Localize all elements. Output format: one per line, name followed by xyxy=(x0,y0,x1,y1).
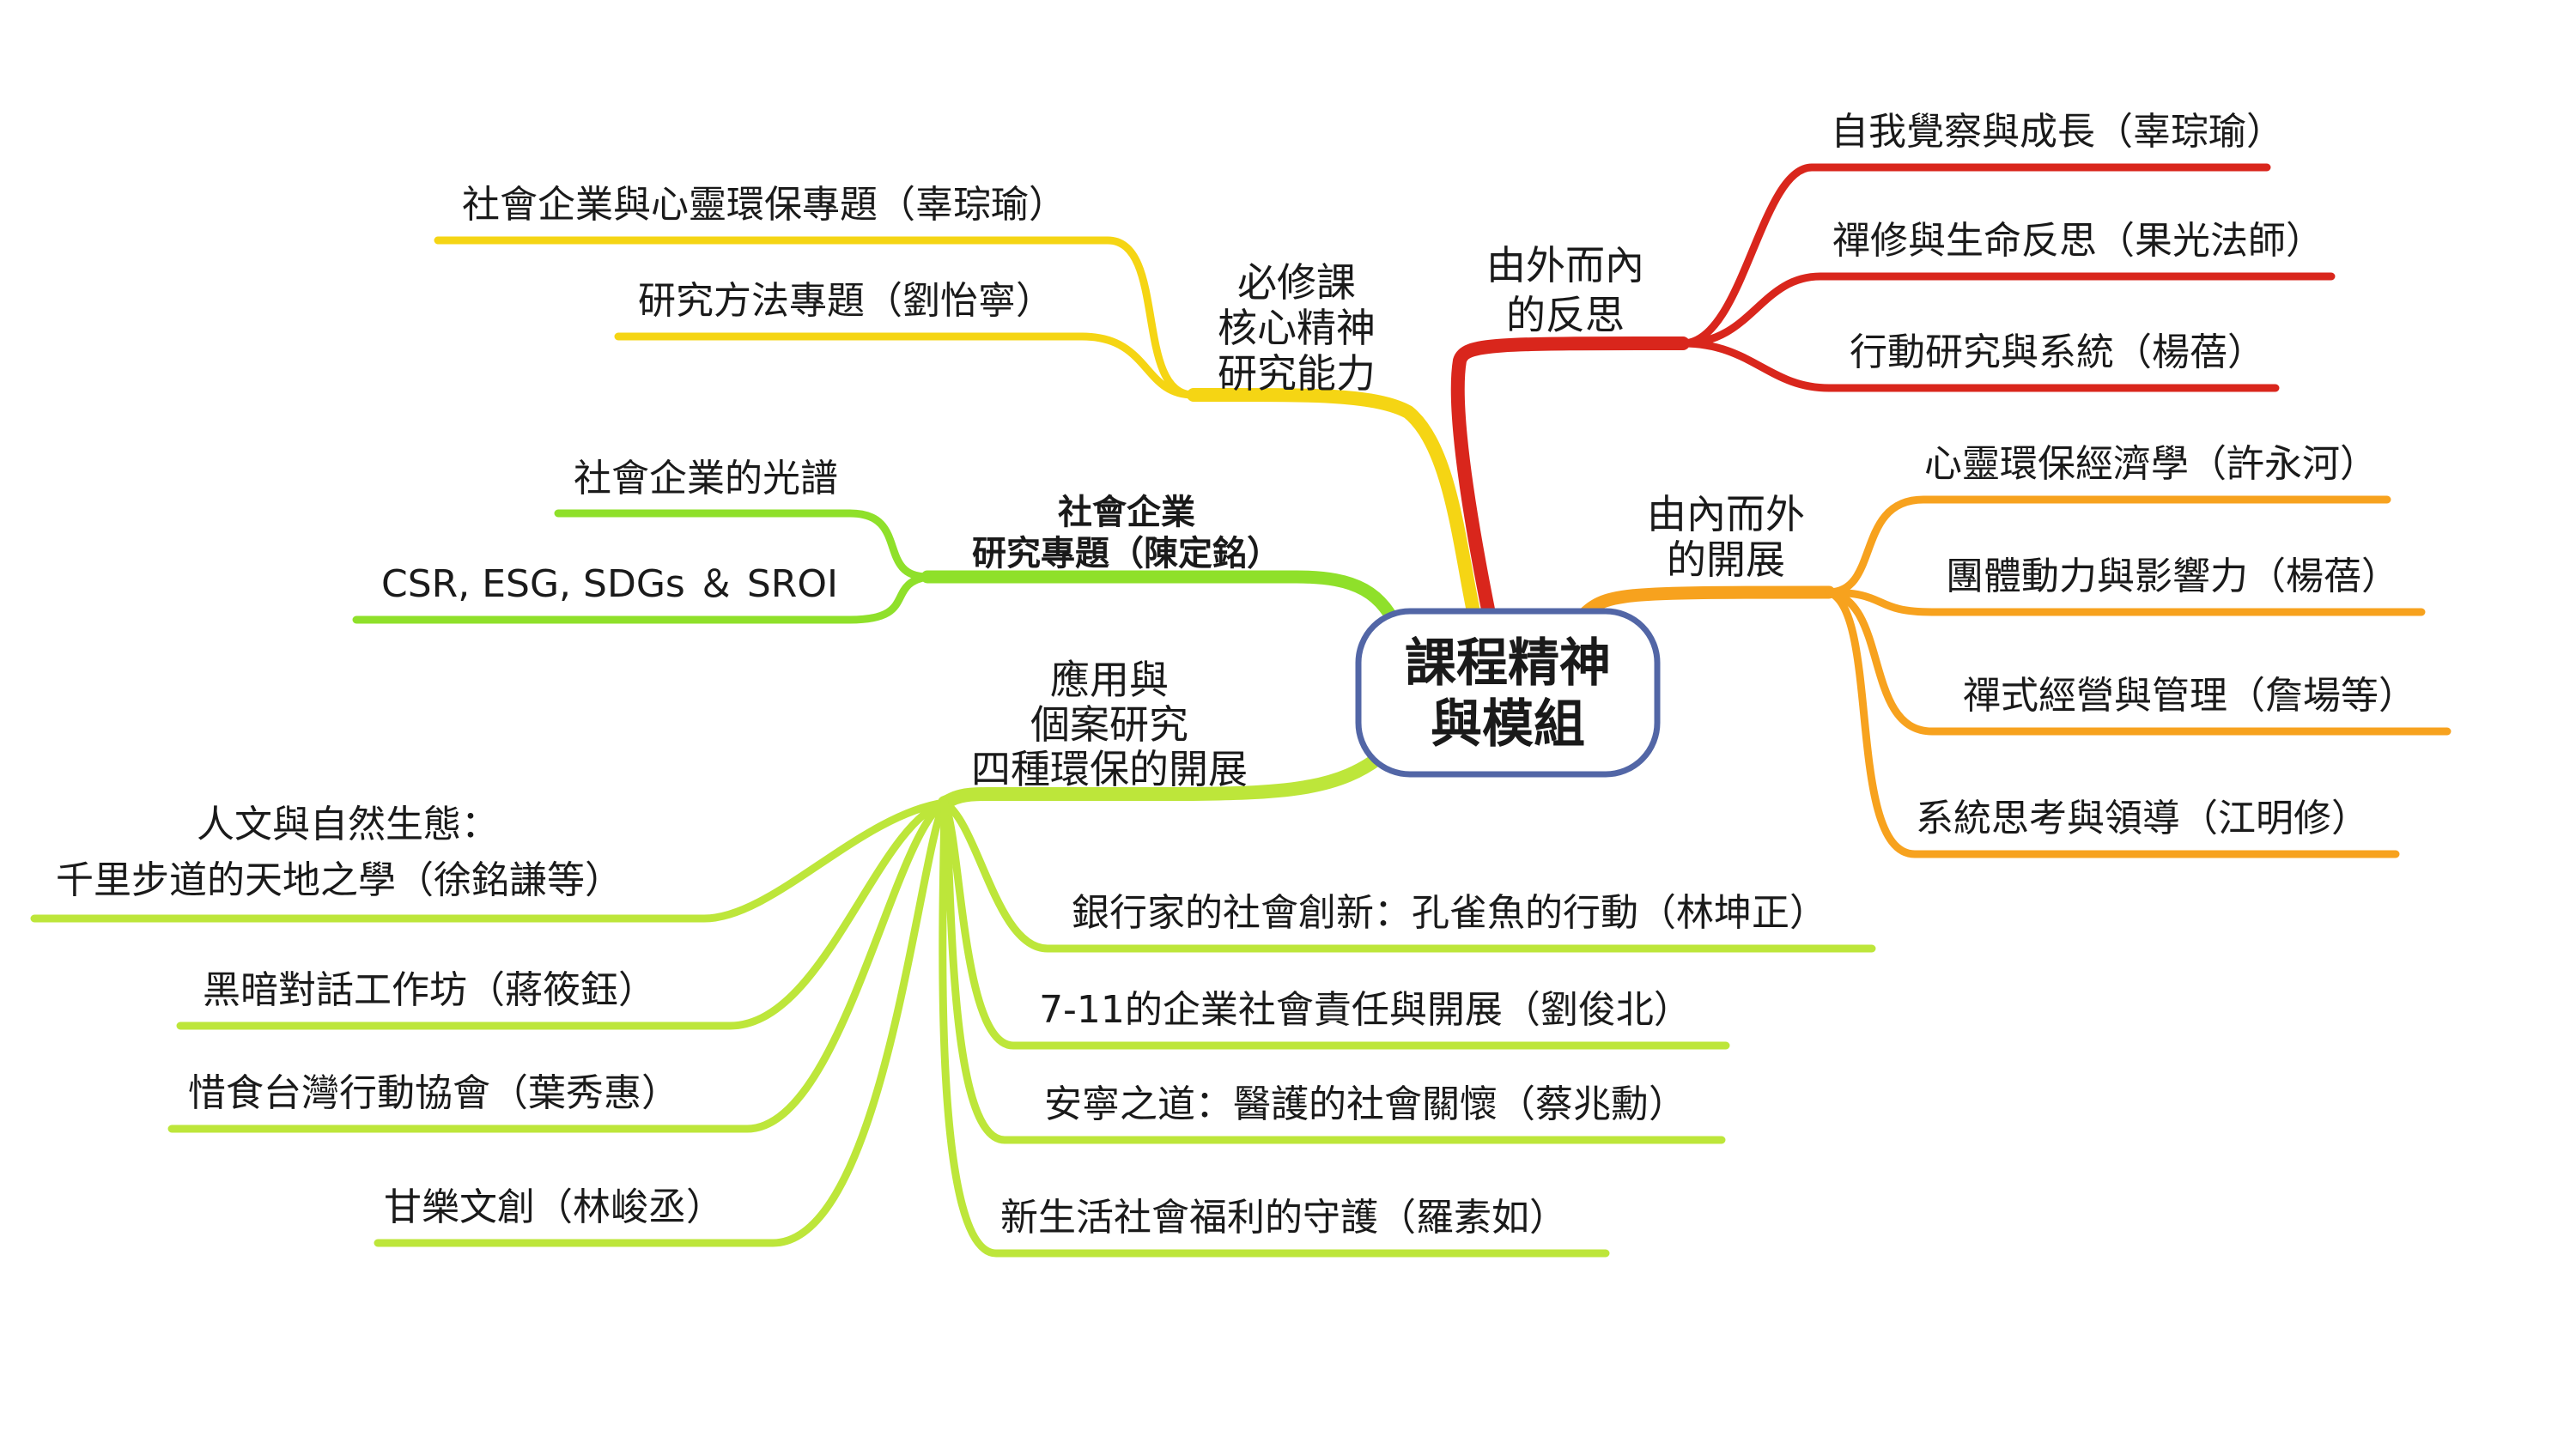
expand-item-1-connector xyxy=(1825,495,2391,597)
apply-label-line-3: 四種環保的開展 xyxy=(971,746,1248,792)
branch-social: 社會企業 研究專題（陳定銘） 社會企業的光譜 CSR, ESG, SDGs ＆ … xyxy=(352,457,1406,640)
social-label-line-1: 社會企業 xyxy=(1058,493,1195,532)
core-item-2-connector xyxy=(614,332,1198,399)
reflect-item-1: 自我覺察與成長（辜琮瑜） xyxy=(1831,110,2284,154)
center-node-box xyxy=(1355,608,1661,778)
expand-item-4-connector xyxy=(1825,588,2400,858)
apply-right-3: 安寧之道：醫護的社會關懷（蔡兆勳） xyxy=(1044,1082,1686,1126)
core-label-line-3: 研究能力 xyxy=(1218,350,1376,397)
reflect-item-2-connector xyxy=(1679,272,2336,348)
social-label-line-2: 研究專題（陳定銘） xyxy=(972,534,1281,573)
expand-item-3-connector xyxy=(1825,588,2451,736)
apply-left-3-connector xyxy=(167,798,949,1133)
apply-right-1: 銀行家的社會創新：孔雀魚的行動（林坤正） xyxy=(1072,891,1827,935)
expand-label-line-2: 的開展 xyxy=(1667,537,1785,583)
core-label-line-2: 核心精神 xyxy=(1218,305,1376,351)
reflect-item-2: 禪修與生命反思（果光法師） xyxy=(1832,219,2324,263)
reflect-item-3: 行動研究與系統（楊蓓） xyxy=(1850,330,2265,374)
branch-apply: 應用與 個案研究 四種環保的開展 人文與自然生態： 千里步道的天地之學（徐銘謙等… xyxy=(30,657,1876,1258)
social-item-2: CSR, ESG, SDGs ＆ SROI xyxy=(381,562,838,606)
expand-item-2: 團體動力與影響力（楊蓓） xyxy=(1946,555,2399,598)
core-item-1: 社會企業與心靈環保專題（辜琮瑜） xyxy=(462,183,1066,227)
apply-left-3: 惜食台灣行動協會（葉秀惠） xyxy=(188,1071,679,1115)
apply-left-2-connector xyxy=(176,798,949,1030)
branch-reflect: 由外而內 的反思 自我覺察與成長（辜琮瑜） 禪修與生命反思（果光法師） 行動研究… xyxy=(1450,110,2336,625)
apply-label-line-2: 個案研究 xyxy=(1030,701,1188,748)
branch-expand: 由內而外 的開展 心靈環保經濟學（許永河） 團體動力與影響力（楊蓓） 禪式經營與… xyxy=(1573,442,2451,858)
apply-left-4-connector xyxy=(374,798,949,1247)
core-item-2: 研究方法專題（劉怡寧） xyxy=(638,279,1054,323)
apply-right-2: 7-11的企業社會責任與開展（劉俊北） xyxy=(1039,988,1692,1032)
apply-right-4: 新生活社會福利的守護（羅素如） xyxy=(1000,1196,1567,1240)
apply-left-1-line-2: 千里步道的天地之學（徐銘謙等） xyxy=(56,858,623,902)
apply-left-1-line-1: 人文與自然生態： xyxy=(197,803,499,846)
expand-item-3: 禪式經營與管理（詹場等） xyxy=(1963,674,2416,718)
expand-item-4: 系統思考與領導（江明修） xyxy=(1916,797,2369,840)
reflect-label-line-2: 的反思 xyxy=(1506,292,1625,338)
apply-right-1-connector xyxy=(940,798,1876,953)
reflect-label-line-1: 由外而內 xyxy=(1486,242,1644,288)
expand-item-2-connector xyxy=(1825,588,2426,616)
expand-label-line-1: 由內而外 xyxy=(1647,491,1805,537)
social-item-1: 社會企業的光譜 xyxy=(574,457,838,500)
reflect-main-connector xyxy=(1450,336,1690,625)
apply-right-4-connector xyxy=(939,798,1610,1258)
apply-left-1-connector xyxy=(30,798,949,923)
apply-left-4: 甘樂文創（林峻丞） xyxy=(384,1185,724,1229)
core-item-1-connector xyxy=(434,236,1198,399)
apply-main-connector xyxy=(938,747,1391,809)
social-main-connector xyxy=(920,570,1406,640)
expand-item-1: 心靈環保經濟學（許永河） xyxy=(1924,442,2378,486)
apply-label-line-1: 應用與 xyxy=(1050,657,1169,703)
apply-right-2-connector xyxy=(940,798,1730,1050)
reflect-item-1-connector xyxy=(1679,163,2271,348)
core-main-connector xyxy=(1187,387,1482,627)
social-item-1-connector xyxy=(554,509,932,581)
social-item-2-connector xyxy=(352,573,932,624)
center-node: 課程精神 與模組 xyxy=(1355,608,1661,778)
core-label-line-1: 必修課 xyxy=(1237,259,1356,306)
reflect-item-3-connector xyxy=(1679,339,2280,392)
center-title-line-1: 課程精神 xyxy=(1405,634,1611,694)
apply-left-2: 黑暗對話工作坊（蔣筱鈺） xyxy=(203,968,656,1012)
center-title-line-2: 與模組 xyxy=(1431,694,1585,755)
branch-core: 必修課 核心精神 研究能力 社會企業與心靈環保專題（辜琮瑜） 研究方法專題（劉怡… xyxy=(434,183,1482,627)
